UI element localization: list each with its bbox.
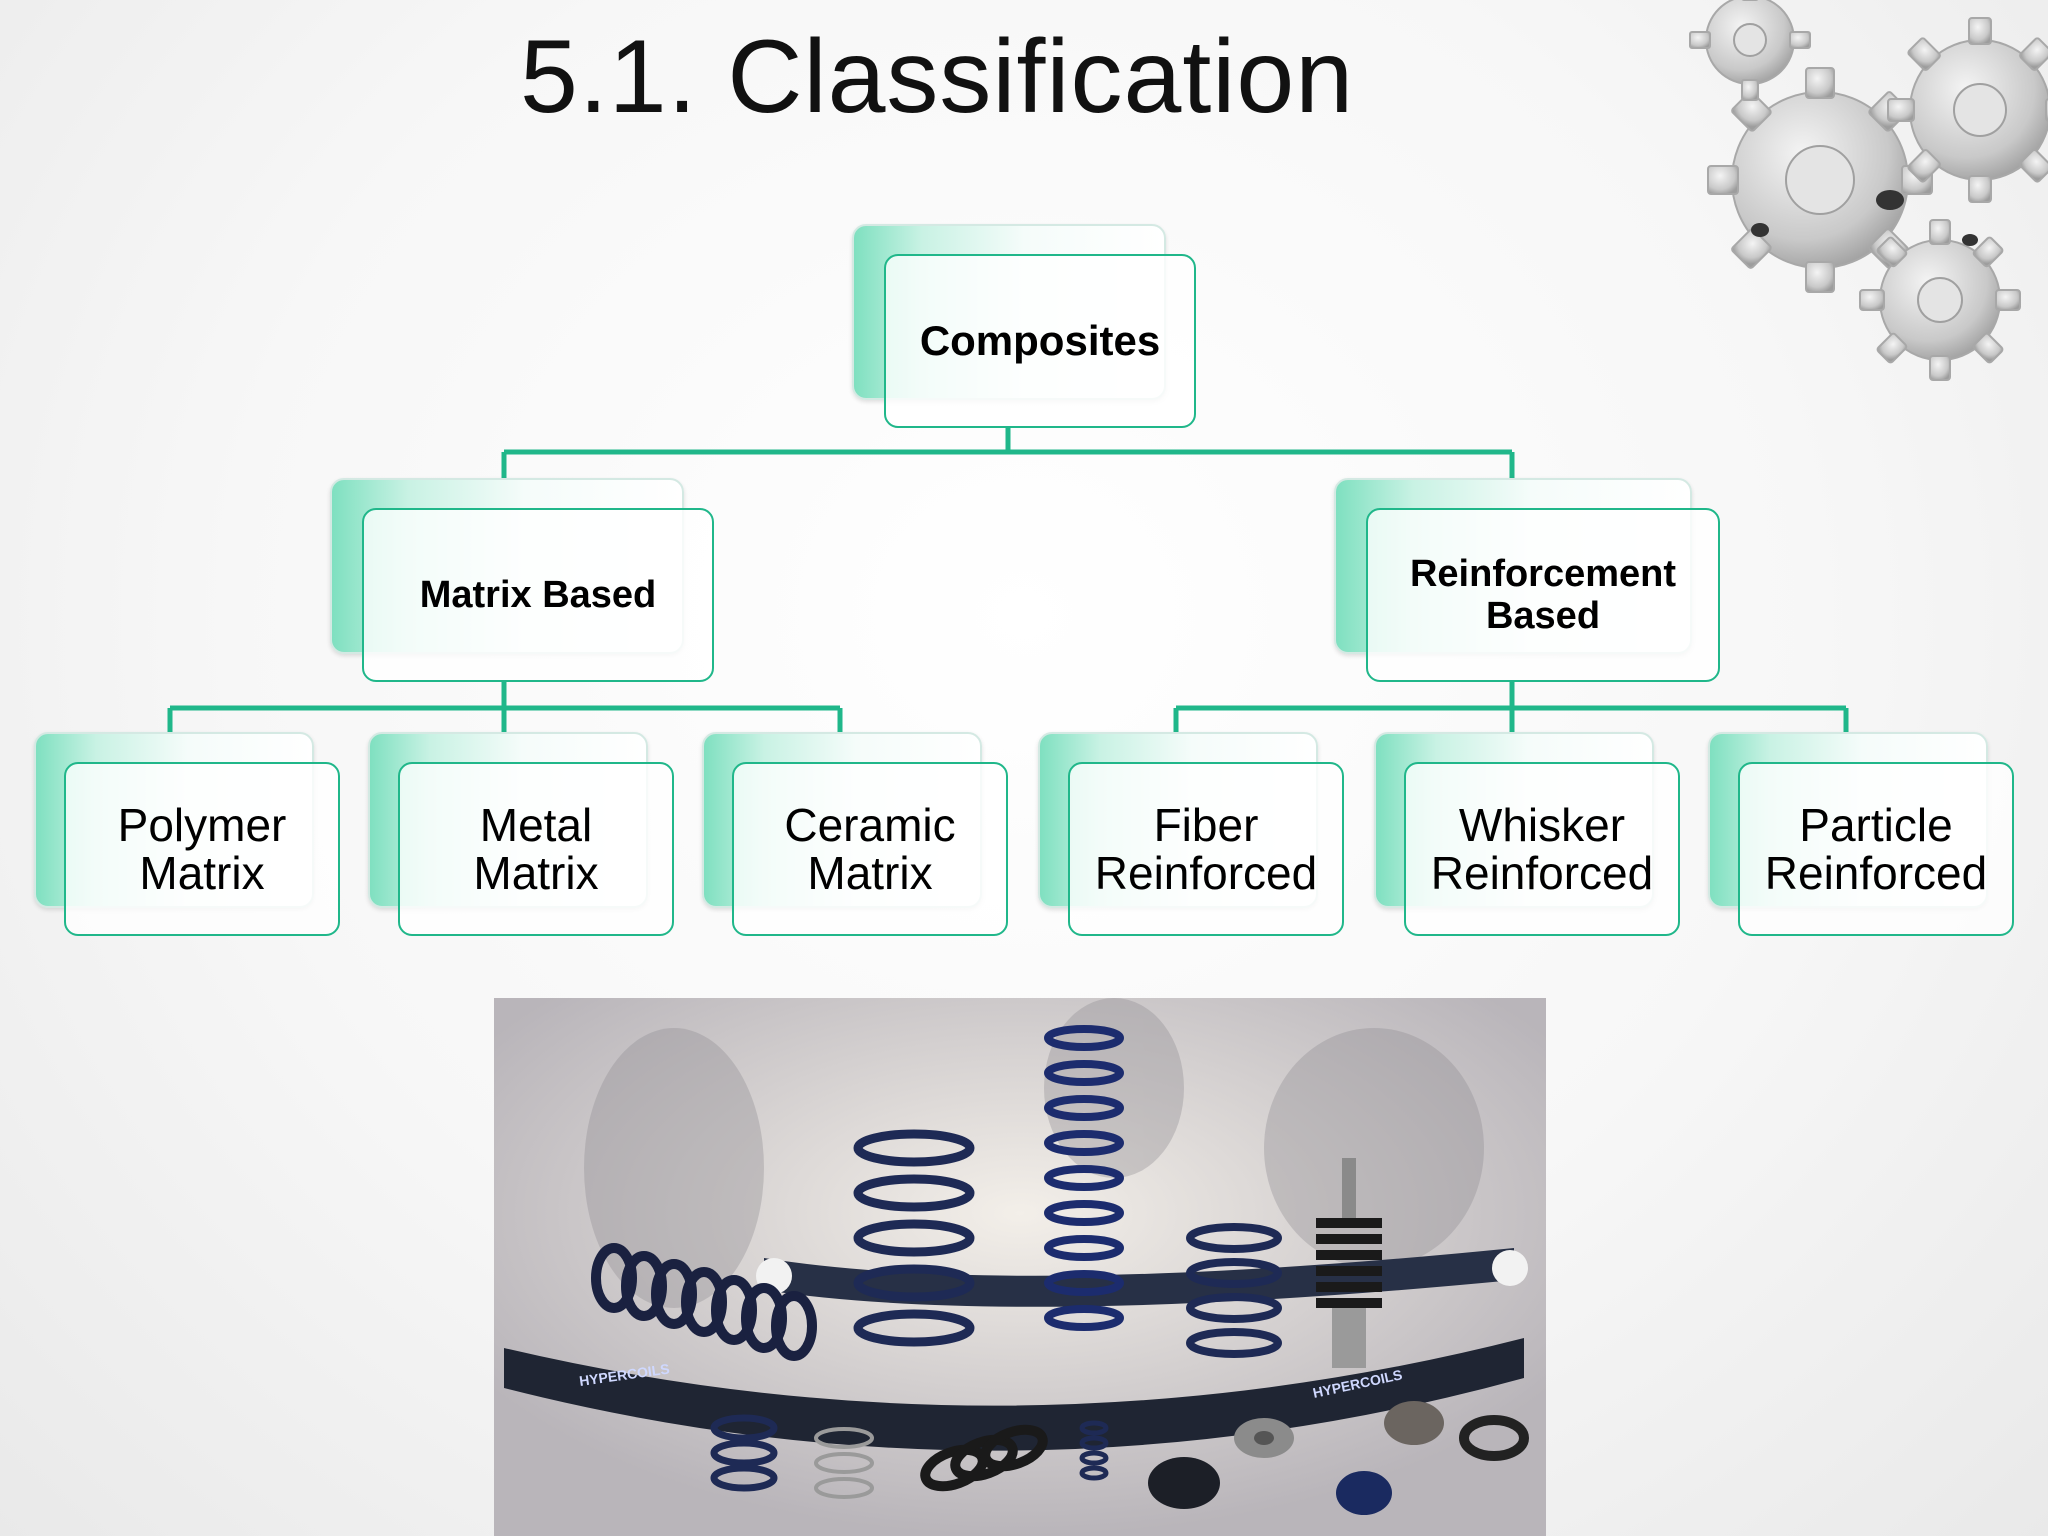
node-particle-reinforced-label: Particle Reinforced bbox=[1764, 799, 1988, 899]
node-fiber-reinforced-label: Fiber Reinforced bbox=[1094, 799, 1318, 899]
connector-matrix bbox=[167, 682, 843, 732]
node-whisker-reinforced-label: Whisker Reinforced bbox=[1430, 799, 1654, 899]
node-composites-label: Composites bbox=[919, 317, 1161, 364]
node-reinforcement-based-label: Reinforcement Based bbox=[1409, 553, 1677, 637]
gears-decoration bbox=[1689, 0, 2048, 381]
node-ceramic-matrix-label: Ceramic Matrix bbox=[784, 799, 956, 899]
connector-reinforcement bbox=[1173, 682, 1849, 732]
node-matrix-based-label: Matrix Based bbox=[419, 574, 657, 616]
node-polymer-matrix-label: Polymer Matrix bbox=[117, 799, 287, 899]
node-metal-matrix-label: Metal Matrix bbox=[473, 799, 599, 899]
springs-photo: HYPERCOILS HYPERCOILS bbox=[494, 998, 1546, 1536]
slide-title: 5.1. Classification bbox=[520, 19, 1355, 135]
connector-root bbox=[501, 428, 1515, 478]
